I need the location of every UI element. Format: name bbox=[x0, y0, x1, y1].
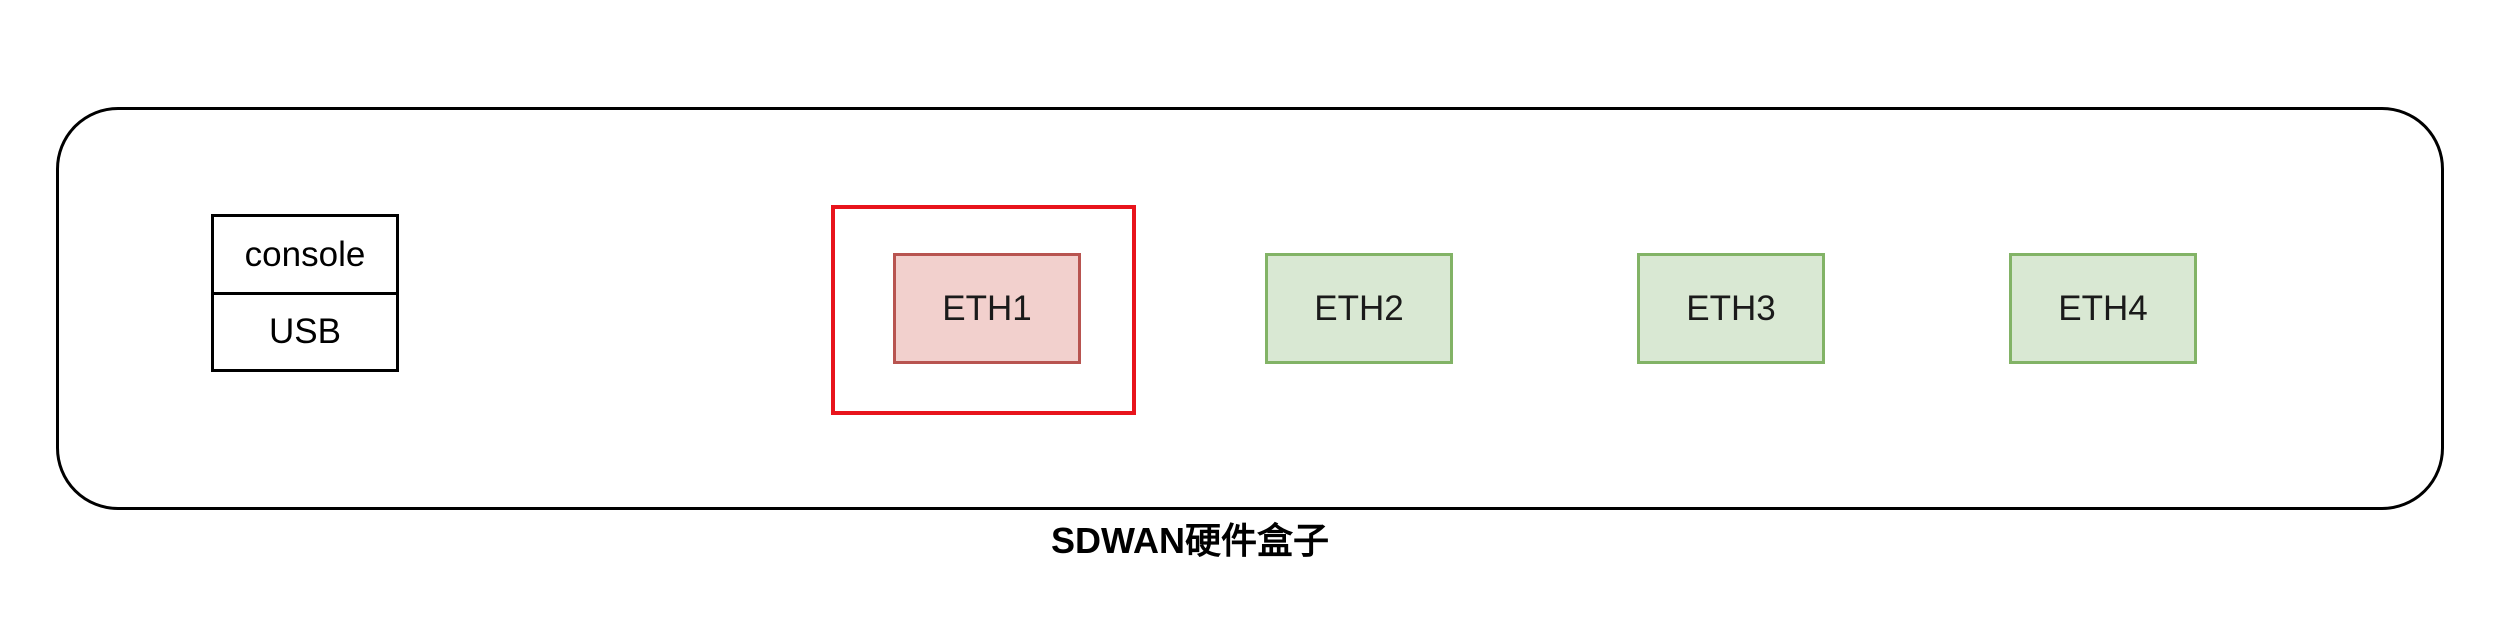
eth1-highlight-frame bbox=[831, 205, 1136, 415]
diagram-caption: SDWAN硬件盒子 bbox=[1051, 520, 1329, 561]
eth1-port: ETH1 bbox=[893, 253, 1081, 364]
eth4-port: ETH4 bbox=[2009, 253, 2197, 364]
usb-port: USB bbox=[211, 292, 399, 372]
eth2-port: ETH2 bbox=[1265, 253, 1453, 364]
hardware-box-outline bbox=[56, 107, 2444, 510]
eth3-port: ETH3 bbox=[1637, 253, 1825, 364]
console-port: console bbox=[211, 214, 399, 295]
